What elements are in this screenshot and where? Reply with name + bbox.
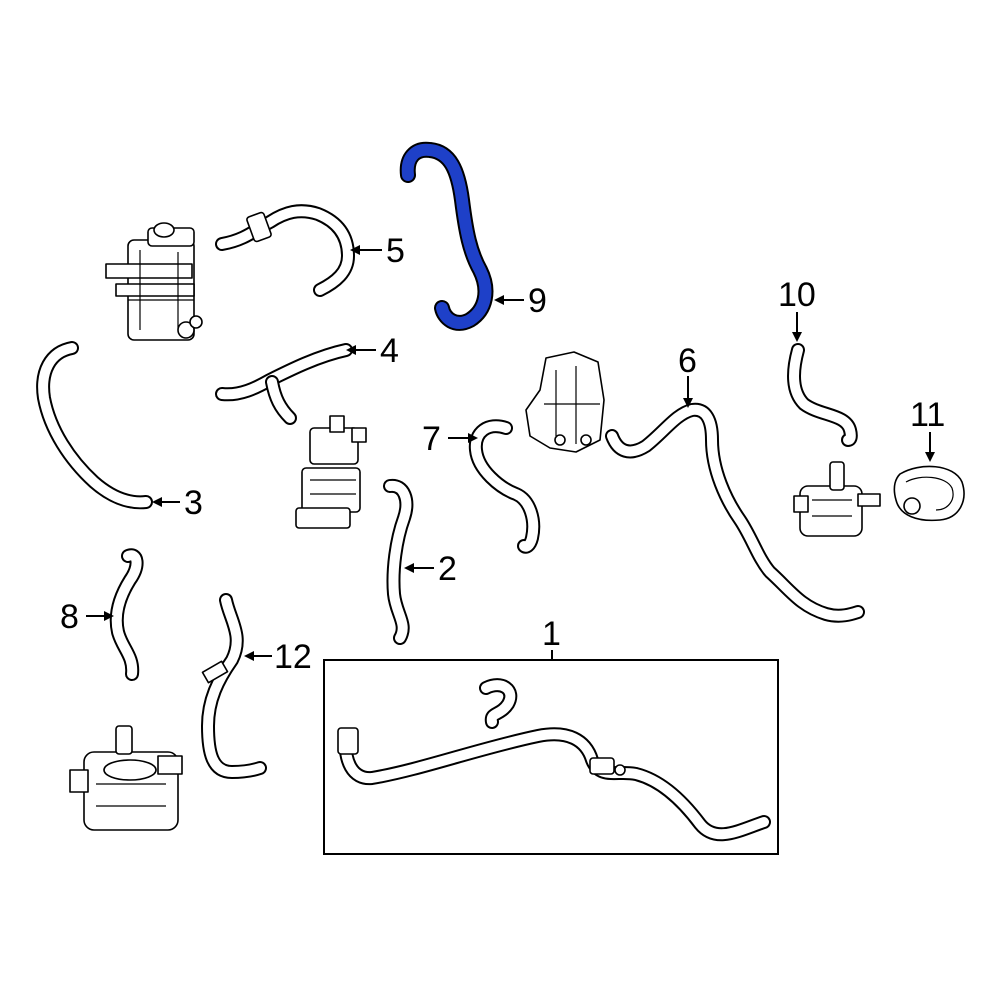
clamp-part-11 xyxy=(893,465,965,522)
water-pump-right xyxy=(793,461,881,537)
callout-7: 7 xyxy=(422,420,441,458)
hose-part-9 xyxy=(399,141,494,331)
callout-3: 3 xyxy=(184,484,203,522)
coolant-reservoir xyxy=(105,222,203,341)
part-1-inset xyxy=(323,659,779,855)
hose-part-2 xyxy=(383,478,414,645)
callout-5: 5 xyxy=(386,232,405,270)
callout-6: 6 xyxy=(678,342,697,380)
callout-1: 1 xyxy=(542,615,561,653)
callout-10: 10 xyxy=(778,276,816,314)
hose-part-5 xyxy=(215,204,355,297)
callout-4: 4 xyxy=(380,332,399,370)
hose-part-9-fill xyxy=(401,143,492,329)
callout-2: 2 xyxy=(438,550,457,588)
callout-8: 8 xyxy=(60,598,79,636)
hose-part-4 xyxy=(215,343,353,425)
hose-part-6 xyxy=(605,402,865,623)
hose-part-3 xyxy=(36,341,153,510)
hose-part-8 xyxy=(109,548,144,681)
callout-11: 11 xyxy=(910,396,945,434)
valve-assembly xyxy=(295,415,367,529)
hose-part-10 xyxy=(787,343,858,447)
hose-part-12 xyxy=(201,593,267,779)
callout-12: 12 xyxy=(274,638,312,676)
water-pump-left xyxy=(69,725,183,831)
bracket-module xyxy=(525,351,605,453)
hose-part-7 xyxy=(468,419,541,554)
callout-9: 9 xyxy=(528,282,547,320)
